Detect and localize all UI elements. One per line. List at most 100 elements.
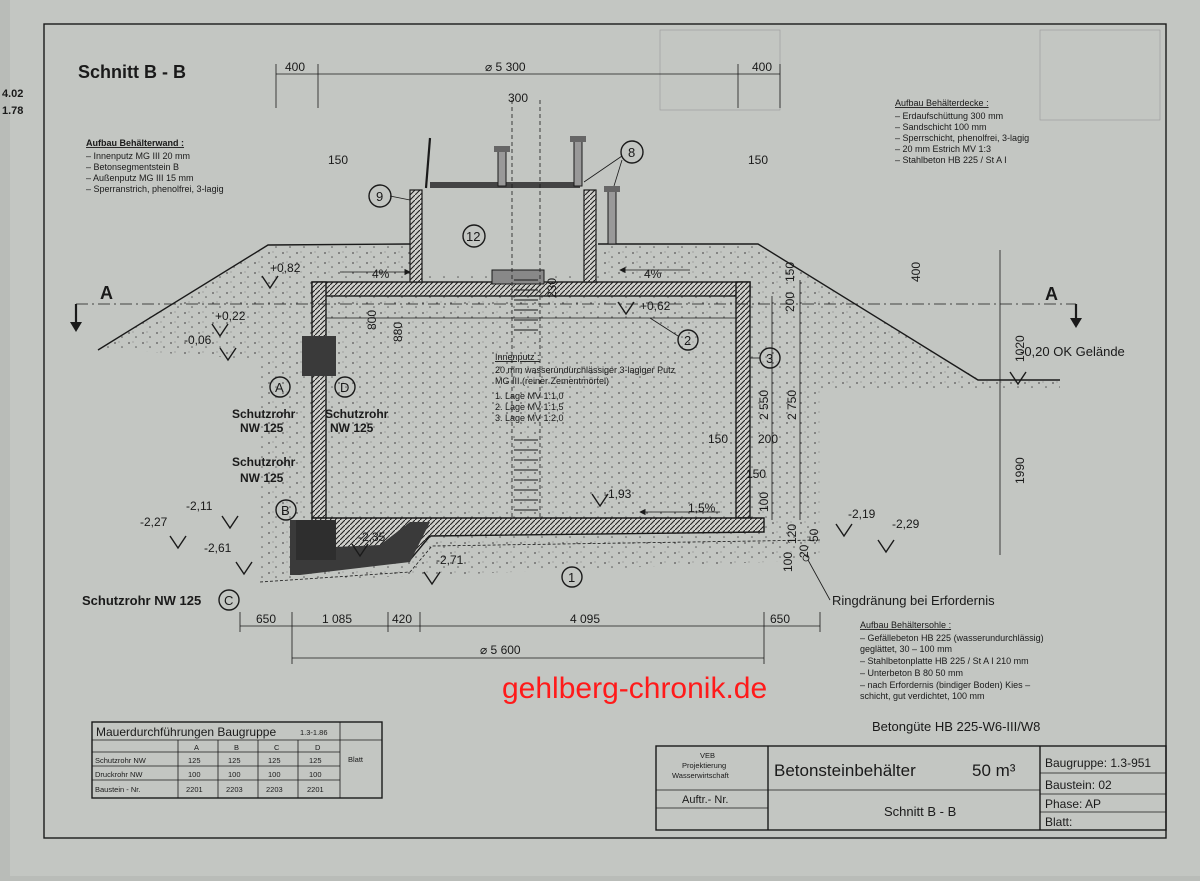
dim-20: 20 xyxy=(797,544,811,558)
svg-text:– Innenputz MG III 20 mm: – Innenputz MG III 20 mm xyxy=(86,151,190,161)
svg-text:– Sperrschicht, phenolfrei, 3-: – Sperrschicht, phenolfrei, 3-lagig xyxy=(895,133,1029,143)
level-minus-211: -2,11 xyxy=(186,499,213,513)
pipe-label-c-2: NW 125 xyxy=(240,471,284,485)
callout-C: C xyxy=(224,593,233,608)
callout-3: 3 xyxy=(766,351,773,366)
pipe-label-b-1: Schutzrohr xyxy=(325,407,389,421)
svg-text:VEB: VEB xyxy=(700,751,715,760)
callout-2: 2 xyxy=(684,333,691,348)
tank-wall-right xyxy=(735,281,751,519)
dim-150-right: 150 xyxy=(748,153,768,167)
dim-150-top: 150 xyxy=(783,262,797,282)
tank-wall-left xyxy=(311,281,327,519)
level-minus-006: -0,06 xyxy=(184,333,212,347)
level-plus-082: +0,82 xyxy=(270,261,301,275)
svg-text:Baustein: 02: Baustein: 02 xyxy=(1045,778,1112,792)
ladder xyxy=(511,100,541,520)
pipe-label-bottom: Schutzrohr NW 125 xyxy=(82,593,201,608)
slope-right: 4% xyxy=(644,267,662,281)
svg-text:2201: 2201 xyxy=(307,785,324,794)
svg-text:2203: 2203 xyxy=(226,785,243,794)
svg-text:Blatt: Blatt xyxy=(348,755,364,764)
level-minus-271: -2,71 xyxy=(436,553,464,567)
svg-text:– nach Erfordernis (bindiger B: – nach Erfordernis (bindiger Boden) Kies… xyxy=(860,680,1030,690)
svg-text:100: 100 xyxy=(309,770,322,779)
callout-D: D xyxy=(340,380,349,395)
svg-text:100: 100 xyxy=(228,770,241,779)
dim-shaft: 300 xyxy=(508,91,528,105)
svg-text:MG III (reiner Zementmörtel): MG III (reiner Zementmörtel) xyxy=(495,376,609,386)
title-block: VEB Projektierung Wasserwirtschaft Auftr… xyxy=(655,745,1167,831)
callout-9: 9 xyxy=(376,189,383,204)
slope-floor: 1,5% xyxy=(688,501,716,515)
faint-corner-table xyxy=(1039,29,1161,121)
svg-text:20 mm wasserundurchlässiger 3-: 20 mm wasserundurchlässiger 3-lagiger Pu… xyxy=(495,365,676,375)
svg-text:Projektierung: Projektierung xyxy=(682,761,726,770)
drawing-frame xyxy=(43,23,1167,839)
svg-text:50 m³: 50 m³ xyxy=(972,761,1016,780)
svg-text:– Stahlbeton HB 225 / St A I: – Stahlbeton HB 225 / St A I xyxy=(895,155,1007,165)
svg-text:Schutzrohr NW: Schutzrohr NW xyxy=(95,756,147,765)
cover-spec: Aufbau Behälterdecke : – Erdaufschüttung… xyxy=(895,98,1029,165)
svg-text:D: D xyxy=(315,743,321,752)
svg-text:Aufbau Behälterwand :: Aufbau Behälterwand : xyxy=(86,138,184,148)
level-minus-219: -2,19 xyxy=(848,507,876,521)
svg-text:– Gefällebeton HB 225 (wasseru: – Gefällebeton HB 225 (wasserundurchläss… xyxy=(860,633,1044,643)
svg-text:– Sperranstrich, phenolfrei, 3: – Sperranstrich, phenolfrei, 3-lagig xyxy=(86,184,224,194)
wall-spec: Aufbau Behälterwand : – Innenputz MG III… xyxy=(86,138,224,194)
level-minus-227: -2,27 xyxy=(140,515,168,529)
svg-text:Wasserwirtschaft: Wasserwirtschaft xyxy=(672,771,730,780)
svg-text:A: A xyxy=(194,743,199,752)
access-shaft-left-wall xyxy=(409,189,423,283)
soil-embankment xyxy=(98,244,1060,582)
dim-150-left: 150 xyxy=(328,153,348,167)
dim-top-center: ⌀ 5 300 xyxy=(485,60,526,74)
dim-650-left: 650 xyxy=(256,612,276,626)
svg-text:Baustein - Nr.: Baustein - Nr. xyxy=(95,785,140,794)
pipe-label-a-2: NW 125 xyxy=(240,421,284,435)
sub-base-gravel xyxy=(259,539,821,583)
dim-1020: 1020 xyxy=(1013,335,1027,362)
dim-880: 880 xyxy=(391,322,405,342)
dim-150-b: 150 xyxy=(746,467,766,481)
svg-text:2203: 2203 xyxy=(266,785,283,794)
svg-text:B: B xyxy=(234,743,239,752)
vent-pipes xyxy=(494,136,620,245)
dim-top-left: 400 xyxy=(285,60,305,74)
svg-text:– Unterbeton B 80 50 mm: – Unterbeton B 80 50 mm xyxy=(860,668,963,678)
ringdrain-label: Ringdränung bei Erfordernis xyxy=(832,593,995,608)
ground-line-right xyxy=(598,243,1060,381)
svg-text:3. Lage MV 1:2,0: 3. Lage MV 1:2,0 xyxy=(495,413,564,423)
antenna-pole xyxy=(424,137,432,189)
svg-text:125: 125 xyxy=(268,756,281,765)
access-shaft-right-wall xyxy=(583,189,597,283)
pipe-label-c-1: Schutzrohr xyxy=(232,455,296,469)
dim-4095: 4 095 xyxy=(570,612,600,626)
drawing-title: Schnitt B - B xyxy=(78,62,186,82)
dim-top-right: 400 xyxy=(752,60,772,74)
sump xyxy=(290,520,430,575)
svg-text:100: 100 xyxy=(188,770,201,779)
svg-text:1.3-1.86: 1.3-1.86 xyxy=(300,728,328,737)
dim-1990: 1990 xyxy=(1013,457,1027,484)
dim-2550: 2 550 xyxy=(757,390,771,420)
access-shaft-collar xyxy=(491,269,545,285)
svg-text:1. Lage MV 1:1,0: 1. Lage MV 1:1,0 xyxy=(495,391,564,401)
svg-text:Schnitt B - B: Schnitt B - B xyxy=(884,804,956,819)
dim-400: 400 xyxy=(909,262,923,282)
svg-text:Baugruppe: 1.3-951: Baugruppe: 1.3-951 xyxy=(1045,756,1151,770)
svg-text:C: C xyxy=(274,743,280,752)
callout-1: 1 xyxy=(568,570,575,585)
level-minus-229: -2,29 xyxy=(892,517,920,531)
callout-B: B xyxy=(281,503,290,518)
svg-text:geglättet, 30 – 100 mm: geglättet, 30 – 100 mm xyxy=(860,644,952,654)
svg-text:– Außenputz MG III 15 mm: – Außenputz MG III 15 mm xyxy=(86,173,194,183)
svg-text:schicht, gut verdichtet, 100 m: schicht, gut verdichtet, 100 mm xyxy=(860,691,985,701)
edge-mark-2: 1.78 xyxy=(2,105,23,117)
pipe-label-a-1: Schutzrohr xyxy=(232,407,296,421)
svg-text:125: 125 xyxy=(309,756,322,765)
level-minus-261: -2,61 xyxy=(204,541,232,555)
level-plus-022: +0,22 xyxy=(215,309,246,323)
dim-50: 50 xyxy=(807,528,821,542)
